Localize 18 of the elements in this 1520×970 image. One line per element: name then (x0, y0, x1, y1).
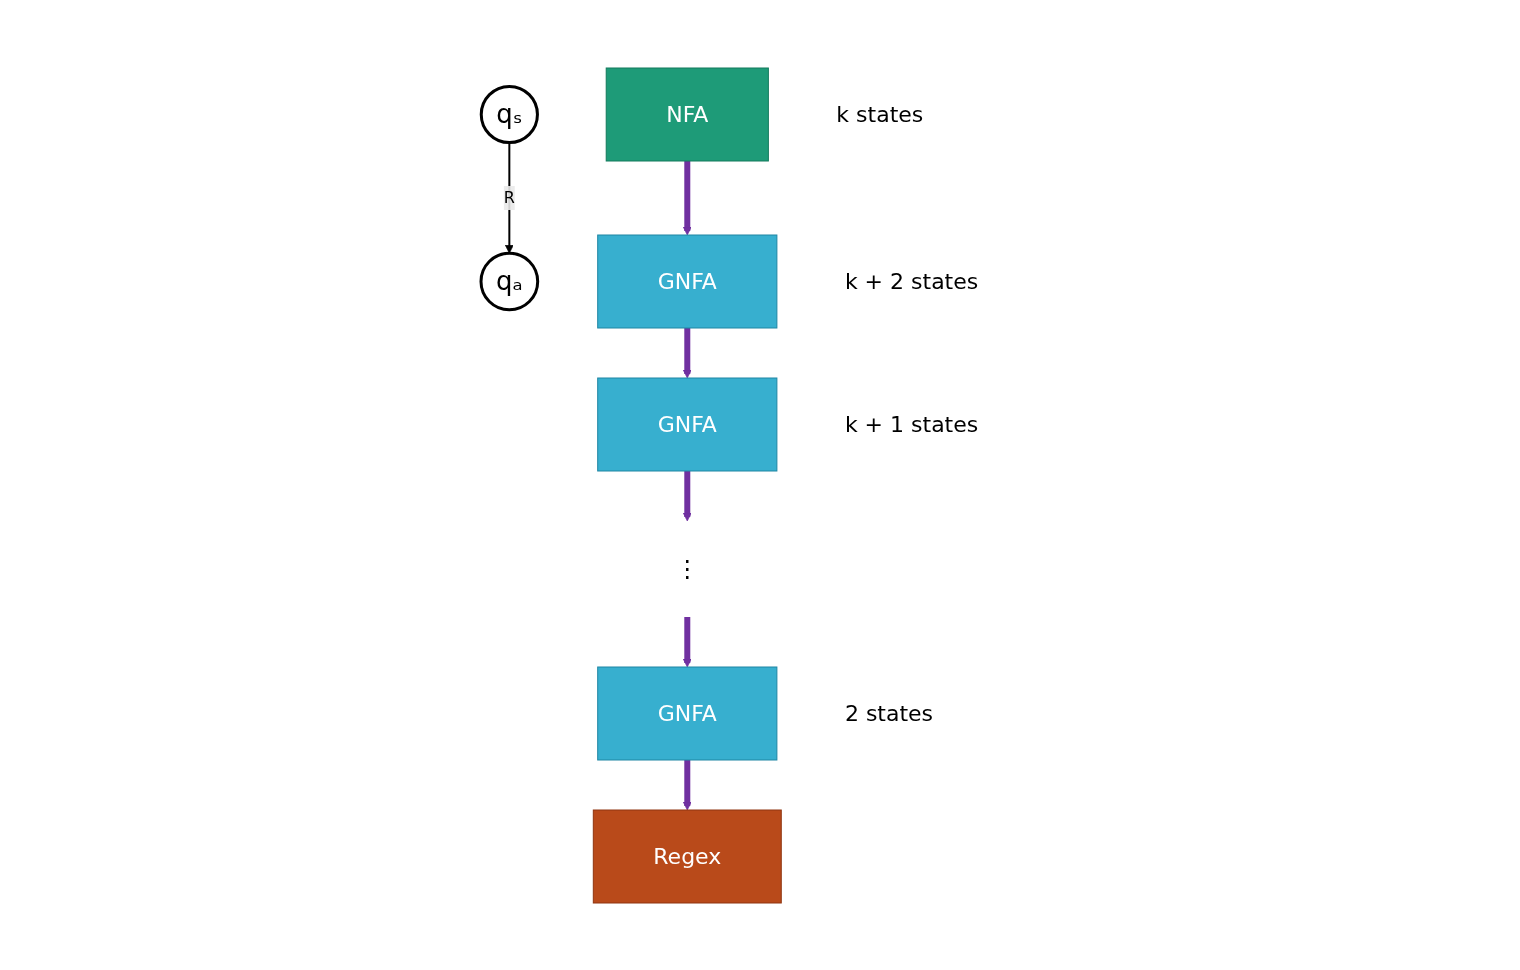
node-circle: qₛ (480, 84, 540, 144)
node-circle: qₐ (479, 251, 540, 311)
arrow (683, 470, 693, 521)
node-box: GNFA (597, 377, 778, 471)
node-label: k + 1 states (845, 411, 979, 437)
node-box: GNFA (597, 666, 778, 760)
edge-label: R (504, 187, 516, 207)
node-box: GNFA (597, 234, 778, 328)
arrow (683, 759, 693, 810)
node-label: k states (836, 101, 924, 127)
node-box: Regex (593, 809, 783, 903)
arrow (683, 616, 693, 667)
node-box: NFA (606, 67, 770, 161)
arrow (683, 327, 693, 378)
node-text: ⋮ (675, 554, 700, 583)
node-label: k + 2 states (845, 268, 979, 294)
arrow (683, 160, 693, 235)
node-label: 2 states (845, 700, 934, 726)
